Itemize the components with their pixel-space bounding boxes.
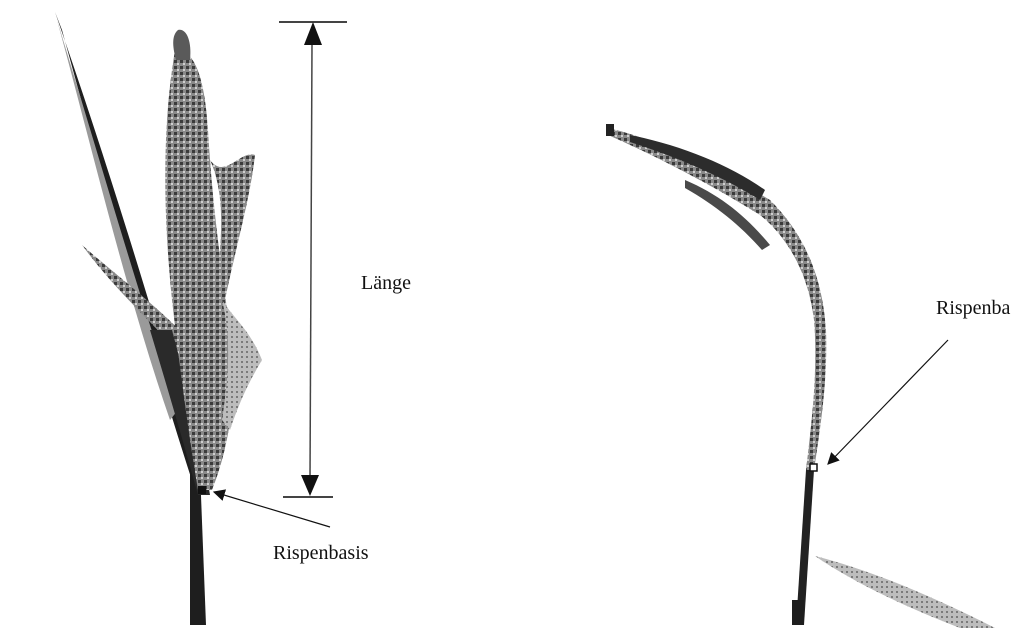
left-plant	[55, 12, 262, 625]
right-stem-foot	[792, 600, 804, 625]
right-panicle-base-marker	[810, 464, 817, 471]
right-leaf	[815, 556, 995, 628]
left-panicle-base-marker	[198, 486, 206, 494]
length-arrow-top	[304, 22, 322, 45]
right-panicle	[608, 128, 826, 470]
left-panicle-branch-right-2	[222, 300, 262, 430]
right-base-arrow	[828, 340, 948, 464]
left-panicle-tip	[173, 30, 190, 60]
panicle-base-label-left: Rispenbasis	[273, 542, 369, 565]
length-label: Länge	[361, 272, 411, 295]
right-panicle-tip	[606, 124, 614, 136]
length-dimension	[279, 22, 347, 497]
panicle-base-label-right: Rispenba	[936, 297, 1010, 320]
length-arrow-bottom	[301, 475, 319, 496]
right-plant	[606, 124, 995, 628]
length-arrow-line	[310, 44, 312, 478]
